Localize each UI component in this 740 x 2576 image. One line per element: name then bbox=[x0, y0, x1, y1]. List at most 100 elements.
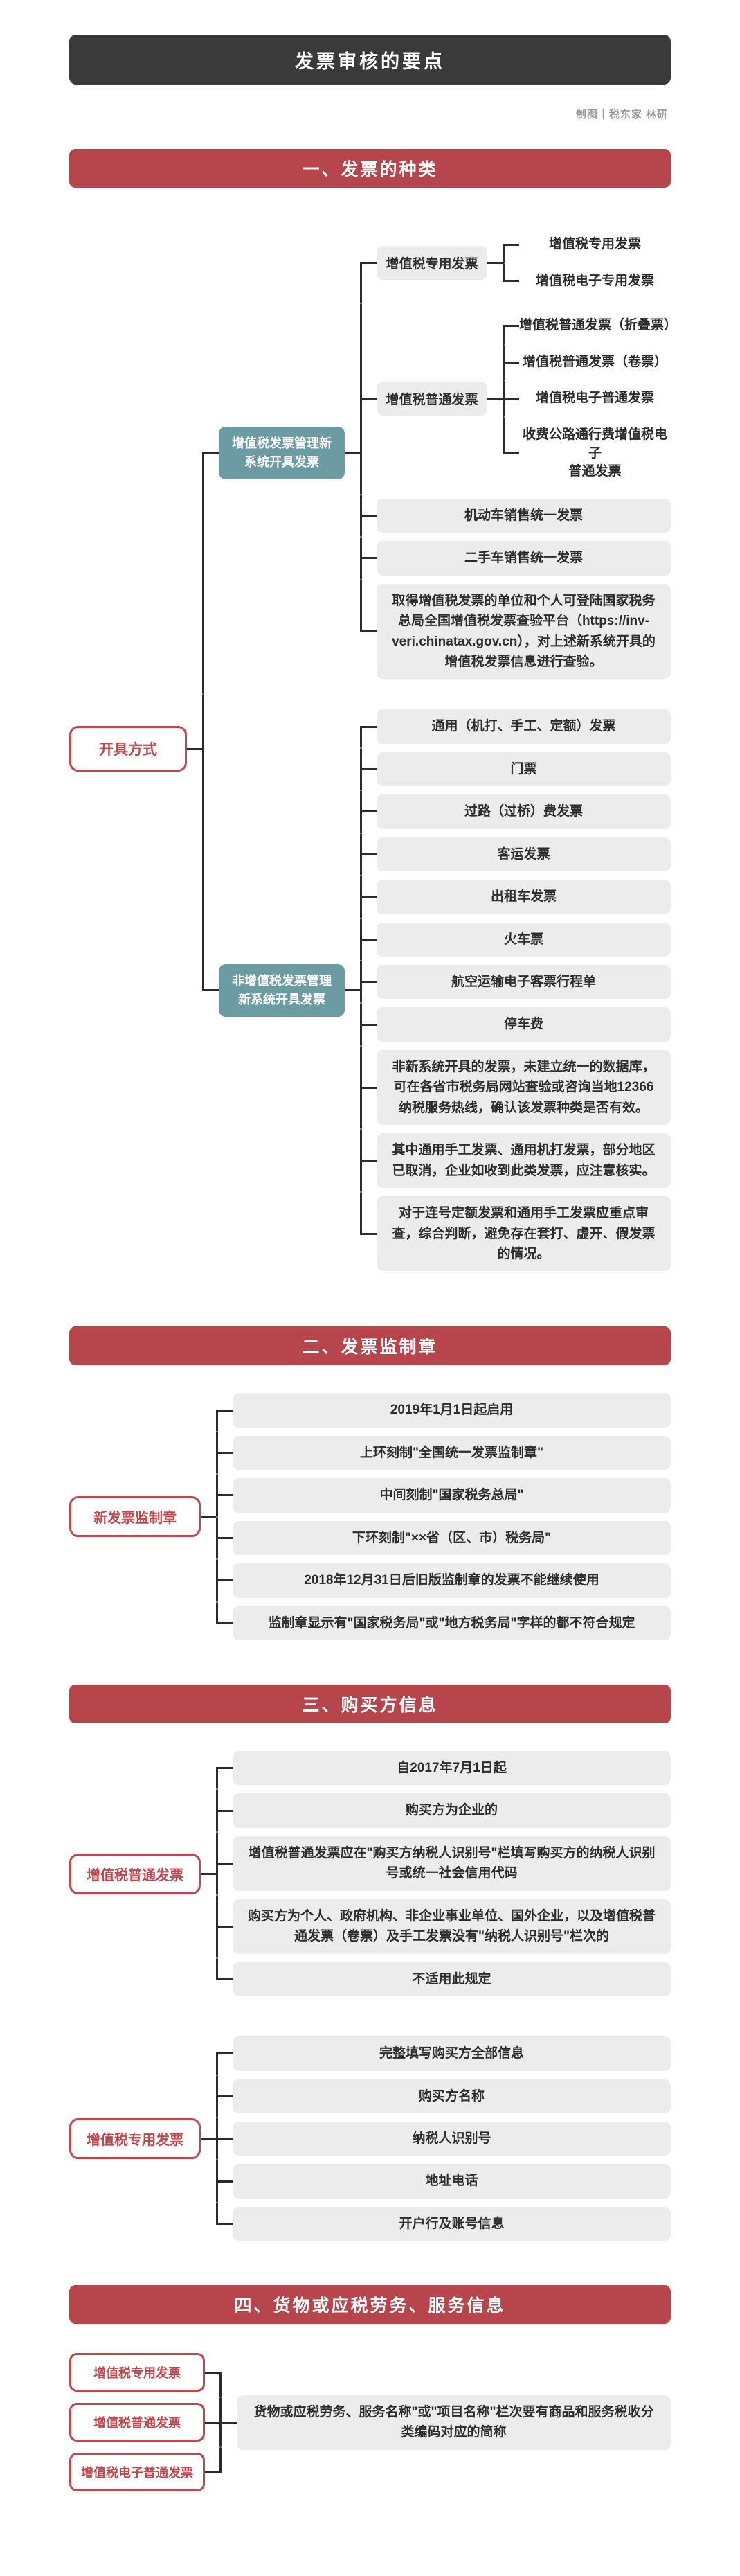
node-e-ordinary-invoice: 增值税电子普通发票 bbox=[69, 2453, 205, 2492]
info-box: 不适用此规定 bbox=[233, 1962, 671, 1997]
info-box: 自2017年7月1日起 bbox=[233, 1751, 671, 1786]
node-ordinary-invoice: 增值税普通发票 bbox=[69, 2403, 205, 2442]
info-box: 2018年12月31日后旧版监制章的发票不能继续使用 bbox=[233, 1563, 671, 1598]
section3-special-tree: 增值税专用发票 完整填写购买方全部信息 购买方名称 纳税人识别号 地址电话 开户… bbox=[69, 2032, 671, 2245]
page-title: 发票审核的要点 bbox=[69, 35, 671, 85]
box-item: 停车费 bbox=[360, 1003, 671, 1047]
info-box: 过路（过桥）费发票 bbox=[377, 794, 671, 829]
leaf-item: 增值税专用发票 bbox=[503, 226, 671, 263]
branch-nonvat-new-system: 非增值税发票管理 新系统开具发票 通用（机打、手工、定额）发票 门票 过路（过桥… bbox=[202, 694, 671, 1286]
box-item: 上环刻制"全国统一发票监制章" bbox=[216, 1431, 671, 1475]
box-item: 非新系统开具的发票，未建立统一的数据库，可在各省市税务局网站查验或咨询当地123… bbox=[360, 1045, 671, 1130]
section2-header-bar: 二、发票监制章 bbox=[69, 1326, 671, 1366]
node-ordinary-invoice: 增值税普通发票 bbox=[377, 382, 487, 416]
section-invoice-types: 一、发票的种类 开具方式 增值税发票管理新 系统开具发票 增值税专用发票 bbox=[69, 149, 678, 1286]
box-item: 不适用此规定 bbox=[216, 1957, 671, 2000]
info-box: 监制章显示有"国家税务局"或"地方税务局"字样的都不符合规定 bbox=[233, 1606, 671, 1640]
info-box: 二手车销售统一发票 bbox=[377, 541, 671, 576]
node-special-invoice: 增值税专用发票 bbox=[377, 246, 487, 281]
section4-tree: 增值税专用发票 增值税普通发票 增值税电子普通发票 货物或应税劳务、服务名称"或… bbox=[69, 2347, 671, 2497]
info-box: 客运发票 bbox=[377, 837, 671, 872]
box-item: 增值税普通发票应在"购买方纳税人识别号"栏填写购买方的纳税人识别号或统一社会信用… bbox=[216, 1831, 671, 1895]
root-node-issuing-method: 开具方式 bbox=[69, 726, 187, 772]
box-item: 出租车发票 bbox=[360, 876, 671, 919]
info-box: 2019年1月1日起启用 bbox=[233, 1393, 671, 1428]
info-box: 完整填写购买方全部信息 bbox=[233, 2036, 671, 2071]
box-item: 纳税人识别号 bbox=[216, 2117, 671, 2160]
box-item: 中间刻制"国家税务总局" bbox=[216, 1474, 671, 1518]
box-item: 门票 bbox=[360, 747, 671, 791]
info-box: 航空运输电子客票行程单 bbox=[377, 965, 671, 1000]
box-item: 监制章显示有"国家税务局"或"地方税务局"字样的都不符合规定 bbox=[216, 1601, 671, 1644]
leaf-label: 收费公路通行费增值税电子 普通发票 bbox=[522, 427, 667, 479]
connector-line bbox=[201, 1516, 216, 1518]
info-box: 中间刻制"国家税务总局" bbox=[233, 1478, 671, 1513]
box-item: 自2017年7月1日起 bbox=[216, 1747, 671, 1790]
box-item: 购买方为企业的 bbox=[216, 1789, 671, 1833]
branch-vat-new-system: 增值税发票管理新 系统开具发票 增值税专用发票 增值税专用发票 增值税电子专用发… bbox=[202, 211, 678, 695]
box-item: 通用（机打、手工、定额）发票 bbox=[360, 705, 671, 749]
branch-ordinary-invoice: 增值税普通发票 增值税普通发票（折叠票） 增值税普通发票（卷票） 增值税电子普通… bbox=[360, 303, 678, 495]
info-box: 火车票 bbox=[377, 922, 671, 957]
node-item: 增值税专用发票 bbox=[69, 2347, 222, 2398]
section1-header-bar: 一、发票的种类 bbox=[69, 149, 671, 188]
box-item: 客运发票 bbox=[360, 833, 671, 876]
connector-line bbox=[345, 452, 360, 454]
info-box: 购买方为个人、政府机构、非企业事业单位、国外企业，以及增值税普通发票（卷票）及手… bbox=[233, 1899, 671, 1954]
node-vat-new-system: 增值税发票管理新 系统开具发票 bbox=[219, 426, 345, 479]
node-special-invoice: 增值税专用发票 bbox=[69, 2353, 205, 2392]
box-item: 对于连号定额发票和通用手工发票应重点审查，综合判断，避免存在套打、虚开、假发票的… bbox=[360, 1192, 671, 1275]
box-item: 过路（过桥）费发票 bbox=[360, 790, 671, 834]
section3-header-bar: 三、购买方信息 bbox=[69, 1685, 671, 1723]
section-goods-services: 四、货物或应税劳务、服务信息 增值税专用发票 增值税普通发票 增值税电子普通发票… bbox=[69, 2285, 671, 2497]
box-item: 2019年1月1日起启用 bbox=[216, 1389, 671, 1432]
section3-ordinary-tree: 增值税普通发票 自2017年7月1日起 购买方为企业的 增值税普通发票应在"购买… bbox=[69, 1747, 671, 2000]
credit-line: 制图｜税东家 林研 bbox=[575, 109, 668, 121]
info-box: 非新系统开具的发票，未建立统一的数据库，可在各省市税务局网站查验或咨询当地123… bbox=[377, 1049, 671, 1126]
section1-tree: 开具方式 增值税发票管理新 系统开具发票 增值税专用发票 增值税专用发票 bbox=[69, 211, 678, 1286]
section-supervision-seal: 二、发票监制章 新发票监制章 2019年1月1日起启用 上环刻制"全国统一发票监… bbox=[69, 1326, 671, 1644]
leaf-label: 增值税电子专用发票 bbox=[535, 273, 654, 288]
box-item: 机动车销售统一发票 bbox=[360, 494, 671, 538]
connector-line bbox=[201, 1872, 216, 1875]
leaf-label: 增值税普通发票（折叠票） bbox=[519, 318, 678, 333]
leaf-item: 增值税电子专用发票 bbox=[503, 263, 671, 300]
box-item: 购买方为个人、政府机构、非企业事业单位、国外企业，以及增值税普通发票（卷票）及手… bbox=[216, 1894, 671, 1958]
leaf-label: 增值税电子普通发票 bbox=[535, 391, 654, 406]
connector-line bbox=[487, 398, 503, 400]
box-item: 航空运输电子客票行程单 bbox=[360, 961, 671, 1004]
info-box: 其中通用手工发票、通用机打发票，部分地区已取消，企业如收到此类发票，应注意核实。 bbox=[377, 1133, 671, 1189]
connector-line bbox=[187, 747, 202, 750]
box-item: 开户行及账号信息 bbox=[216, 2202, 671, 2245]
connector-line bbox=[345, 989, 360, 992]
connector-line bbox=[487, 262, 503, 265]
leaf-label: 增值税普通发票（卷票） bbox=[522, 354, 667, 369]
node-nonvat-new-system: 非增值税发票管理 新系统开具发票 bbox=[219, 963, 345, 1017]
box-item: 地址电话 bbox=[216, 2160, 671, 2203]
info-box: 取得增值税发票的单位和个人可登陆国家税务总局全国增值税发票查验平台（https:… bbox=[377, 583, 671, 679]
leaf-item: 增值税普通发票（折叠票） bbox=[503, 308, 678, 344]
section-buyer-info: 三、购买方信息 增值税普通发票 自2017年7月1日起 购买方为企业的 增值税普… bbox=[69, 1685, 671, 2245]
info-box: 开户行及账号信息 bbox=[233, 2206, 671, 2241]
info-box: 通用（机打、手工、定额）发票 bbox=[377, 709, 671, 744]
info-box: 下环刻制"××省（区、市）税务局" bbox=[233, 1520, 671, 1556]
box-item: 取得增值税发票的单位和个人可登陆国家税务总局全国增值税发票查验平台（https:… bbox=[360, 579, 671, 684]
leaf-item: 收费公路通行费增值税电子 普通发票 bbox=[503, 416, 671, 490]
info-box: 购买方名称 bbox=[233, 2079, 671, 2113]
info-box: 货物或应税劳务、服务名称"或"项目名称"栏次要有商品和服务税收分类编码对应的简称 bbox=[237, 2395, 671, 2450]
section4-header-bar: 四、货物或应税劳务、服务信息 bbox=[69, 2285, 671, 2325]
node-item: 增值税电子普通发票 bbox=[69, 2447, 222, 2497]
info-box: 地址电话 bbox=[233, 2164, 671, 2199]
box-item: 完整填写购买方全部信息 bbox=[216, 2032, 671, 2075]
info-box: 上环刻制"全国统一发票监制章" bbox=[233, 1435, 671, 1471]
box-item: 2018年12月31日后旧版监制章的发票不能继续使用 bbox=[216, 1559, 671, 1603]
box-item: 购买方名称 bbox=[216, 2075, 671, 2118]
info-box: 出租车发票 bbox=[377, 880, 671, 914]
info-box: 对于连号定额发票和通用手工发票应重点审查，综合判断，避免存在套打、虚开、假发票的… bbox=[377, 1196, 671, 1272]
connector-line bbox=[201, 2138, 216, 2140]
connector-line bbox=[222, 2421, 237, 2424]
leaf-item: 增值税电子普通发票 bbox=[503, 380, 671, 417]
branch-special-invoice: 增值税专用发票 增值税专用发票 增值税电子专用发票 bbox=[360, 222, 671, 304]
info-box: 纳税人识别号 bbox=[233, 2121, 671, 2156]
box-item: 二手车销售统一发票 bbox=[360, 537, 671, 580]
